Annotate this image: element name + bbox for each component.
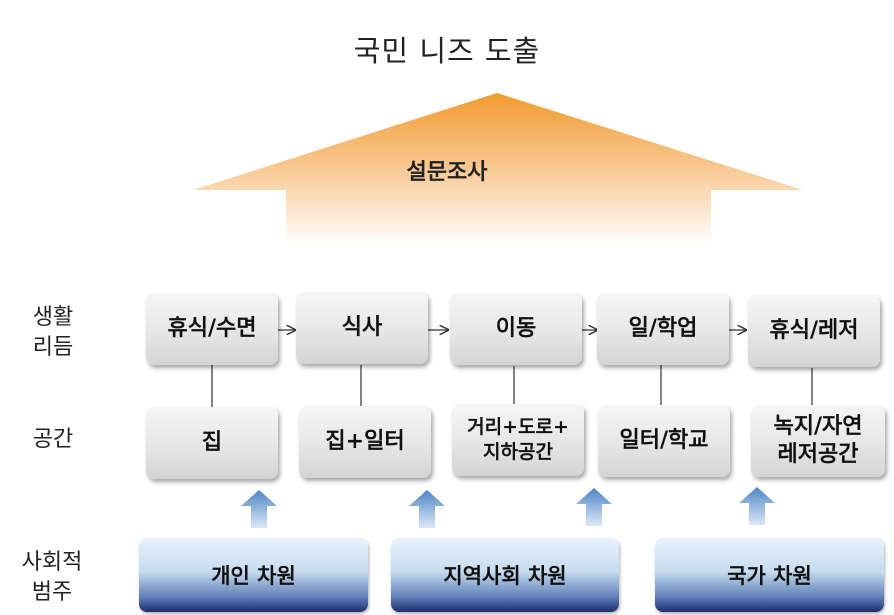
activity-box-meal: 식사: [296, 292, 428, 364]
space-label: 거리+도로+: [467, 416, 569, 438]
activity-box-rest-leisure: 휴식/레저: [748, 295, 880, 367]
space-label: 지하공간: [483, 441, 553, 463]
space-box-home-work: 집+일터: [299, 406, 431, 478]
space-label: 집+일터: [325, 429, 405, 454]
row-label-line: 리듬: [32, 335, 74, 360]
activity-label: 식사: [341, 315, 383, 340]
dimension-community: 지역사회 차원: [391, 538, 619, 612]
row-label-life-rhythm: 생활 리듬: [18, 303, 88, 363]
up-arrow-icon: [576, 488, 612, 526]
up-arrow-icon: [241, 490, 277, 528]
space-label: 집: [201, 430, 223, 455]
activity-label: 이동: [495, 316, 537, 341]
row-label-space: 공간: [32, 427, 74, 452]
space-label: 녹지/자연: [773, 414, 863, 439]
activity-box-work-school: 일/학업: [597, 293, 729, 365]
row-label-line: 사회적: [21, 550, 83, 575]
row-label-line: 생활: [32, 305, 74, 330]
dimension-label: 개인 차원: [211, 564, 296, 588]
up-arrow-icon: [409, 490, 445, 528]
space-box-work-school: 일터/학교: [598, 405, 730, 477]
survey-label: 설문조사: [406, 160, 488, 185]
dimension-individual: 개인 차원: [139, 538, 368, 612]
activity-label: 휴식/레저: [769, 318, 859, 343]
space-label: 일터/학교: [619, 428, 709, 453]
activity-label: 일/학업: [628, 316, 698, 341]
space-box-green: 녹지/자연 레저공간: [751, 405, 885, 477]
space-box-home: 집: [146, 407, 278, 479]
row-label-social: 사회적 범주: [10, 548, 94, 608]
dimension-national: 국가 차원: [655, 538, 884, 612]
space-label: 레저공간: [777, 442, 859, 467]
activity-box-move: 이동: [450, 293, 582, 365]
space-box-street: 거리+도로+ 지하공간: [452, 404, 584, 476]
dimension-label: 국가 차원: [727, 564, 812, 588]
diagram-title: 국민 니즈 도출: [353, 34, 541, 68]
row-label-line: 범주: [31, 580, 73, 605]
dimension-label: 지역사회 차원: [443, 564, 567, 588]
up-arrow-icon: [739, 487, 775, 525]
activity-box-rest-sleep: 휴식/수면: [146, 293, 278, 365]
activity-label: 휴식/수면: [167, 316, 257, 341]
survey-arrow: [193, 93, 803, 245]
